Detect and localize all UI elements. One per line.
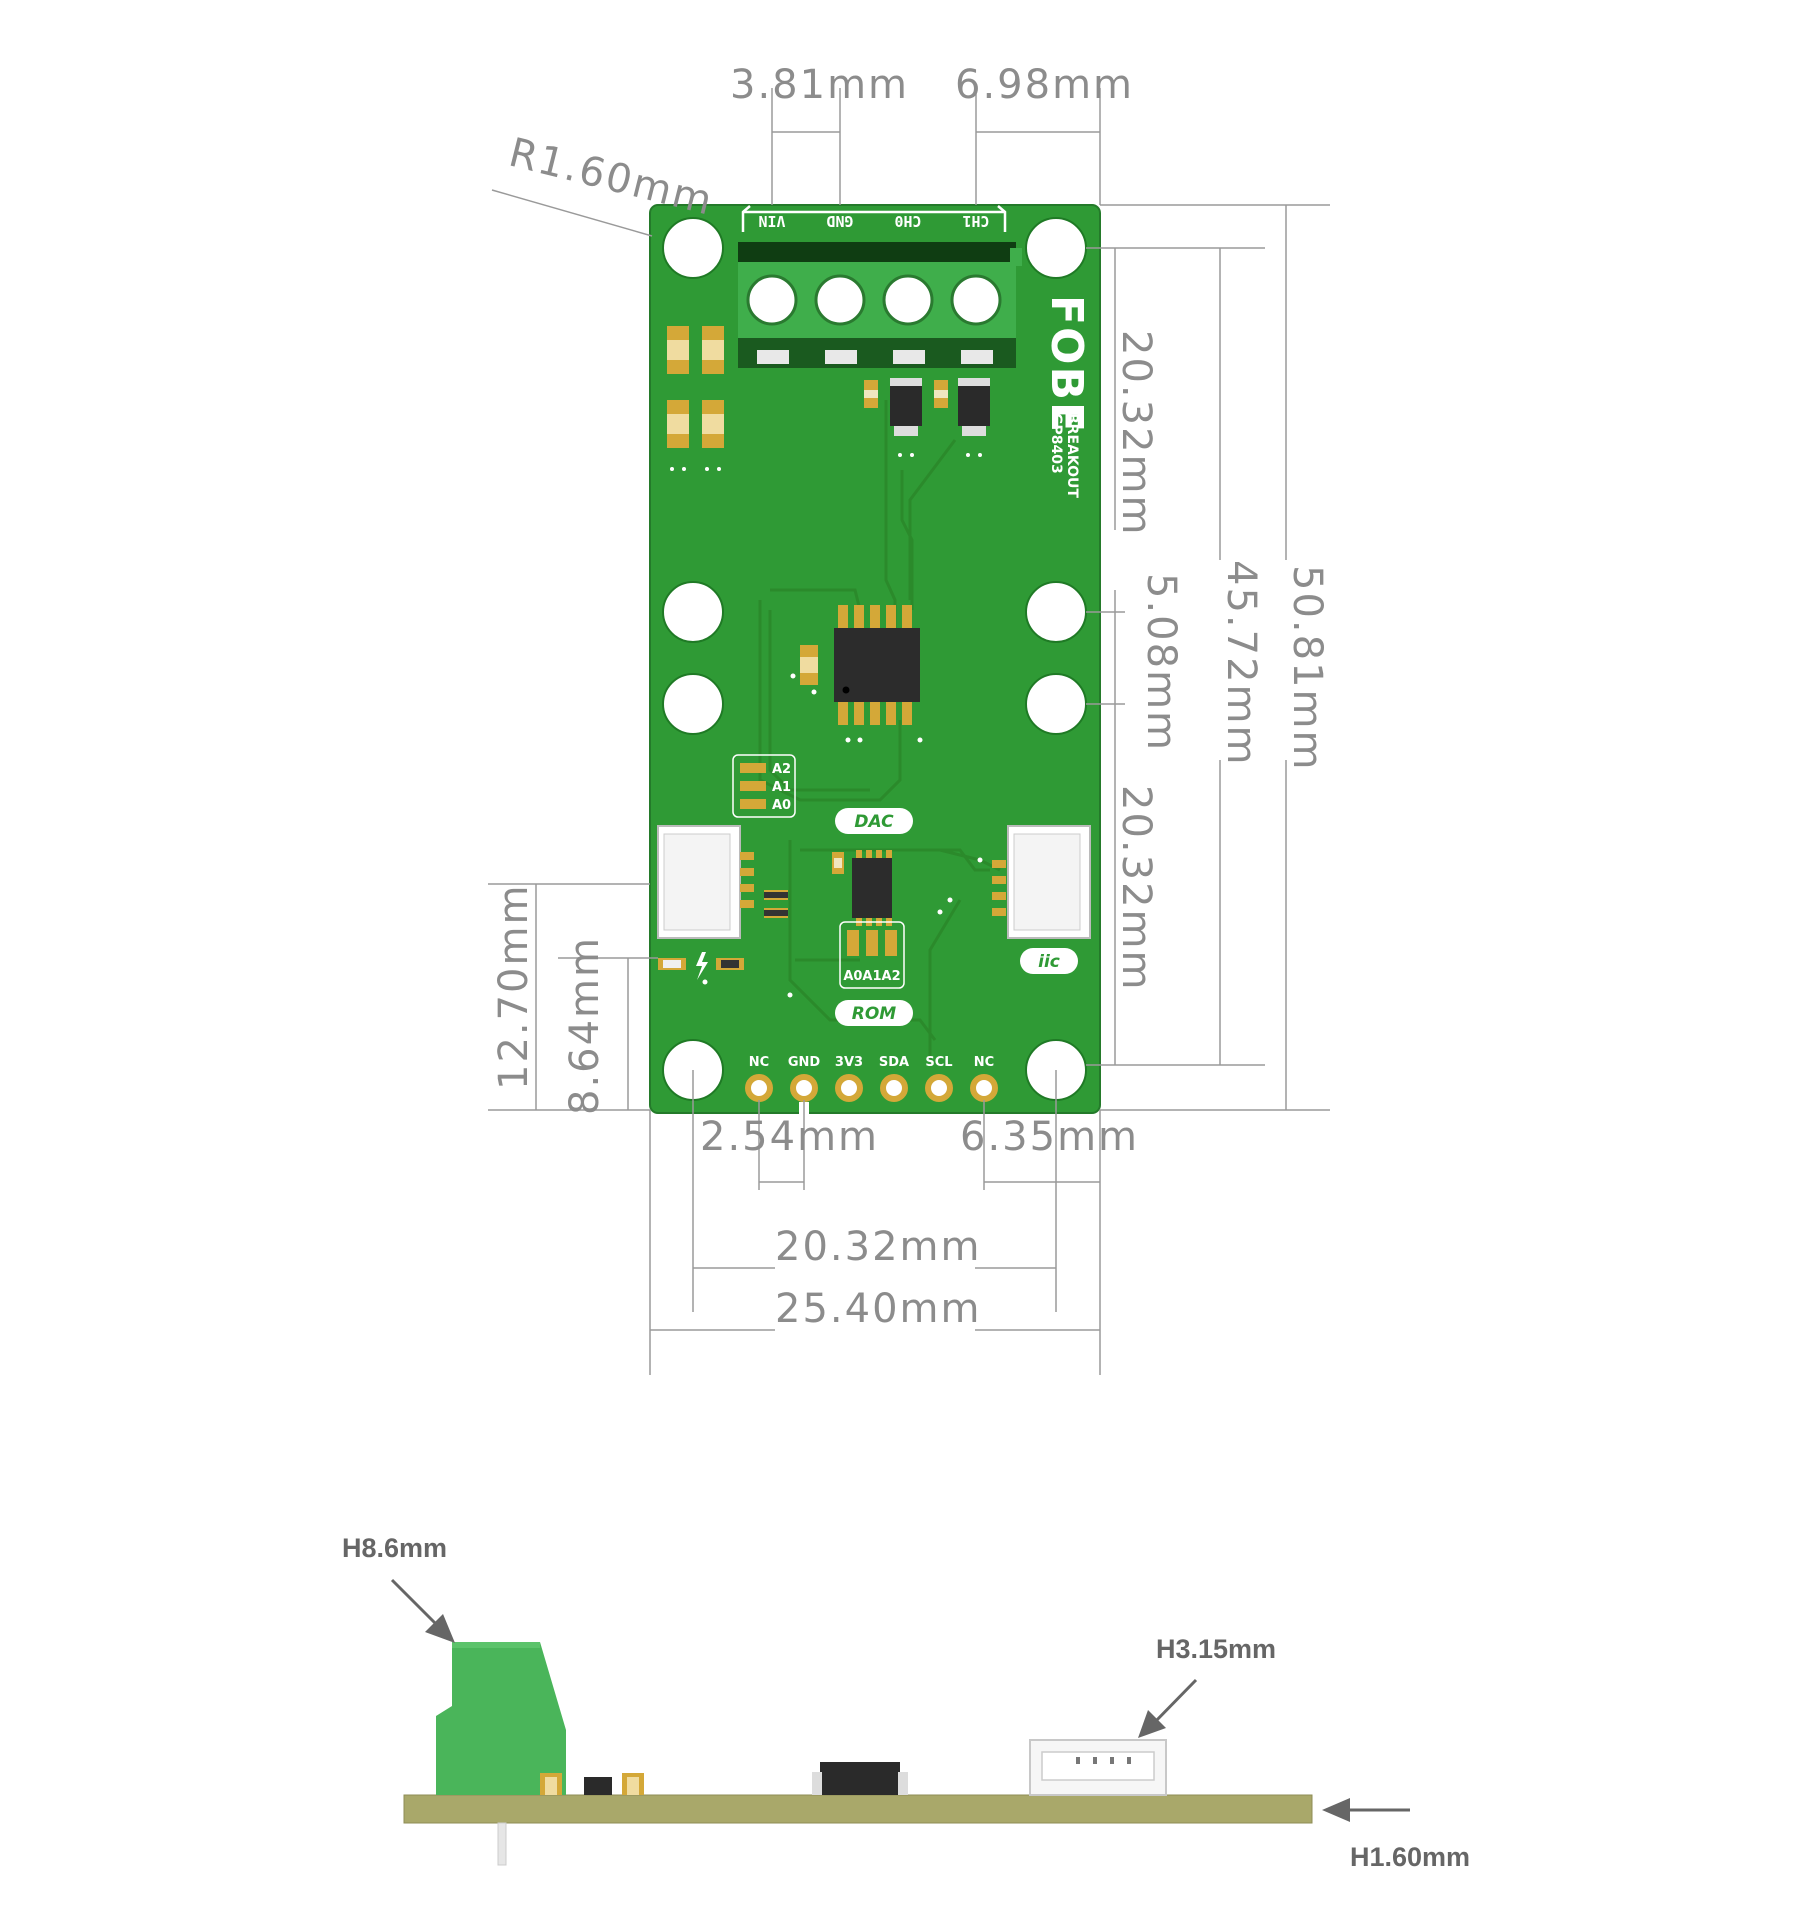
terminal-label-ch0: CH0 bbox=[894, 212, 921, 230]
terminal-screw bbox=[746, 274, 798, 326]
terminal-label-vin: VIN bbox=[758, 212, 785, 230]
side-jst-connector bbox=[1029, 1739, 1167, 1796]
dim-right-hole-total: 45.72mm bbox=[1218, 560, 1264, 766]
height-arrows bbox=[390, 1578, 1410, 1822]
header-pin bbox=[970, 1074, 998, 1102]
side-components bbox=[540, 1762, 908, 1795]
height-label-connector: H3.15mm bbox=[1156, 1634, 1276, 1664]
dim-board-length: 50.81mm bbox=[1284, 565, 1330, 771]
dim-top-edge-offset: 6.98mm bbox=[955, 62, 1134, 108]
terminal-label-ch1: CH1 bbox=[962, 212, 989, 230]
mounting-hole bbox=[662, 581, 724, 643]
pin-label-scl: SCL bbox=[925, 1055, 952, 1070]
jst-connector-left bbox=[657, 825, 788, 939]
pin-label-nc: NC bbox=[749, 1055, 769, 1070]
power-led bbox=[658, 952, 744, 980]
dim-corner-radius: R1.60mm bbox=[504, 130, 718, 225]
badge-dac: DAC bbox=[835, 808, 913, 834]
header-pin bbox=[745, 1074, 773, 1102]
badge-rom: ROM bbox=[835, 1000, 913, 1026]
height-label-terminal: H8.6mm bbox=[342, 1533, 447, 1563]
dac-chip bbox=[800, 605, 920, 725]
pin-label-3v3: 3V3 bbox=[835, 1055, 863, 1070]
badge-iic: iic bbox=[1020, 948, 1078, 974]
pcb-traces bbox=[758, 400, 1001, 1060]
height-label-pcb: H1.60mm bbox=[1350, 1842, 1470, 1872]
badge-dac-label: DAC bbox=[854, 812, 894, 832]
header-pin bbox=[835, 1074, 863, 1102]
brand-line-breakout: BREAKOUT bbox=[1064, 413, 1080, 498]
jst-connector-right bbox=[992, 825, 1091, 939]
badge-rom-label: ROM bbox=[852, 1004, 897, 1024]
header-pin bbox=[880, 1074, 908, 1102]
dim-right-hole-gap: 5.08mm bbox=[1138, 573, 1184, 752]
dimension-lines bbox=[488, 88, 1330, 1375]
dim-left-connector-height: 12.70mm bbox=[491, 884, 537, 1090]
dim-right-lower-hole-span: 20.32mm bbox=[1113, 785, 1159, 991]
brand-logo: FOBE bbox=[1041, 295, 1092, 434]
screw-terminal-block: VIN GND CH0 CH1 bbox=[738, 205, 1022, 368]
terminal-screw bbox=[950, 274, 1002, 326]
mounting-hole bbox=[1025, 217, 1087, 279]
header-pin bbox=[790, 1074, 818, 1102]
address-jumpers: A2 A1 A0 bbox=[732, 754, 796, 818]
jumper-label-a1: A1 bbox=[772, 780, 791, 795]
dim-left-led-height: 8.64mm bbox=[562, 936, 608, 1115]
dim-bottom-edge-offset: 6.35mm bbox=[960, 1114, 1139, 1160]
mounting-hole bbox=[1025, 673, 1087, 735]
mounting-hole bbox=[662, 673, 724, 735]
pin-label-nc2: NC bbox=[974, 1055, 994, 1070]
pin-label-gnd: GND bbox=[788, 1055, 821, 1070]
dim-top-terminal-pitch: 3.81mm bbox=[730, 62, 909, 108]
brand-line-model: GP8403 bbox=[1048, 413, 1064, 474]
badge-iic-label: iic bbox=[1038, 952, 1060, 972]
dim-bottom-pin-pitch: 2.54mm bbox=[700, 1114, 879, 1160]
pin-label-sda: SDA bbox=[879, 1055, 909, 1070]
mounting-hole bbox=[1025, 581, 1087, 643]
brand-silkscreen: FOBE BREAKOUT GP8403 bbox=[1041, 295, 1092, 498]
jumper-label-a2: A2 bbox=[772, 762, 791, 777]
rom-address-label: A0A1A2 bbox=[843, 969, 900, 984]
side-terminal-block bbox=[436, 1642, 566, 1795]
vias bbox=[702, 673, 983, 998]
mounting-hole bbox=[662, 217, 724, 279]
dimension-labels: 3.81mm 6.98mm R1.60mm 20.32mm 5.08mm 20.… bbox=[491, 62, 1330, 1332]
output-transistors bbox=[864, 378, 990, 457]
pcb-side-view: H8.6mm H3.15mm H1.60mm bbox=[342, 1533, 1470, 1872]
terminal-label-gnd: GND bbox=[826, 212, 853, 230]
side-pcb bbox=[403, 1794, 1313, 1824]
dim-right-upper-hole-span: 20.32mm bbox=[1113, 330, 1159, 536]
dim-bottom-hole-span: 20.32mm bbox=[775, 1224, 981, 1270]
header-pin bbox=[925, 1074, 953, 1102]
pcb-top-view: VIN GND CH0 CH1 FOBE BREAKOUT GP8403 bbox=[649, 204, 1101, 1124]
terminal-screw bbox=[814, 274, 866, 326]
jumper-label-a0: A0 bbox=[772, 798, 791, 813]
rom-chip: A0A1A2 bbox=[832, 850, 905, 989]
dim-board-width: 25.40mm bbox=[775, 1286, 981, 1332]
terminal-screw bbox=[882, 274, 934, 326]
smd-resistor-array bbox=[667, 326, 724, 471]
pin-header: NC GND 3V3 SDA SCL NC bbox=[745, 1055, 998, 1124]
